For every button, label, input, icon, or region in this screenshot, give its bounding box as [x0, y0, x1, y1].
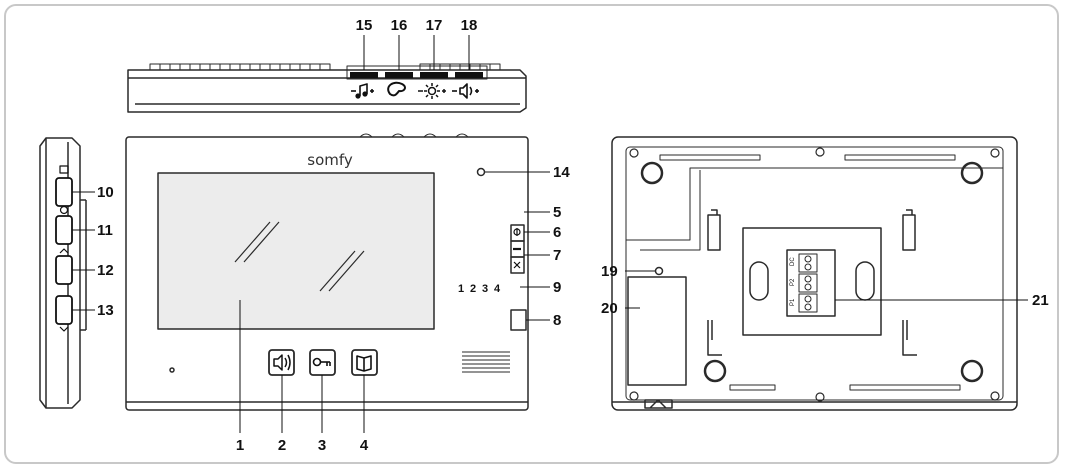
book-icon — [356, 355, 372, 372]
front-button-7 — [510, 256, 525, 274]
leader-lines — [72, 35, 1028, 433]
callout-21: 21 — [1032, 292, 1049, 309]
callout-9: 9 — [553, 279, 561, 296]
terminal-label-p1: P1 — [790, 298, 796, 306]
brand-logo: somfy — [307, 151, 353, 169]
callout-10: 10 — [97, 184, 114, 201]
callout-12: 12 — [97, 262, 114, 279]
key-icon — [312, 357, 331, 367]
top-hatch — [159, 64, 491, 70]
callout-8: 8 — [553, 312, 561, 329]
callout-15: 15 — [356, 17, 373, 34]
callout-20: 20 — [601, 300, 618, 317]
callout-5: 5 — [553, 204, 561, 221]
callout-numbers: 15 16 17 18 10 11 12 13 14 5 6 7 9 8 1 2… — [97, 17, 1049, 454]
camera-icon — [59, 165, 69, 174]
callout-7: 7 — [553, 247, 561, 264]
battery-compartment — [627, 276, 687, 386]
callout-16: 16 — [391, 17, 408, 34]
chevron-down-icon — [59, 326, 69, 332]
side-view — [39, 137, 87, 409]
channel-label: 1 — [458, 283, 464, 295]
terminal-labels: DC P2 P1 — [790, 257, 796, 306]
callout-11: 11 — [97, 222, 113, 239]
top-sliders — [350, 72, 483, 78]
melody-icon — [351, 83, 374, 99]
speaker-icon — [273, 354, 291, 371]
side-button-11 — [55, 215, 73, 245]
channel-label: 3 — [482, 283, 488, 295]
front-view — [125, 133, 529, 411]
callout-19: 19 — [601, 263, 618, 280]
reset-hole — [654, 266, 664, 276]
camera-lens — [476, 167, 486, 177]
palette-icon — [387, 81, 406, 97]
volume-icon — [452, 83, 479, 99]
callout-4: 4 — [360, 437, 369, 454]
microphone — [169, 367, 175, 373]
channel-label: 2 — [470, 283, 476, 295]
speaker-grill — [462, 351, 510, 373]
terminal-label-p2: P2 — [790, 278, 796, 286]
callout-13: 13 — [97, 302, 114, 319]
channel-label: 4 — [494, 283, 501, 295]
chevron-up-icon — [59, 248, 69, 254]
side-button-13 — [55, 295, 73, 325]
front-button-8 — [510, 309, 527, 331]
callout-3: 3 — [318, 437, 326, 454]
terminal-block — [786, 249, 836, 317]
side-button-12 — [55, 255, 73, 285]
callout-6: 6 — [553, 224, 561, 241]
callout-2: 2 — [278, 437, 286, 454]
terminal-label-dc: DC — [790, 257, 796, 266]
brightness-icon — [418, 83, 446, 99]
callout-14: 14 — [553, 164, 570, 181]
side-button-10 — [55, 177, 73, 207]
back-view — [611, 136, 1018, 411]
top-view — [127, 63, 527, 113]
play-icon — [59, 205, 69, 215]
callout-18: 18 — [461, 17, 478, 34]
figure-frame — [4, 4, 1059, 464]
screen — [157, 172, 435, 330]
callout-17: 17 — [426, 17, 443, 34]
callout-1: 1 — [236, 437, 244, 454]
channel-labels: 1 2 3 4 — [458, 283, 501, 295]
